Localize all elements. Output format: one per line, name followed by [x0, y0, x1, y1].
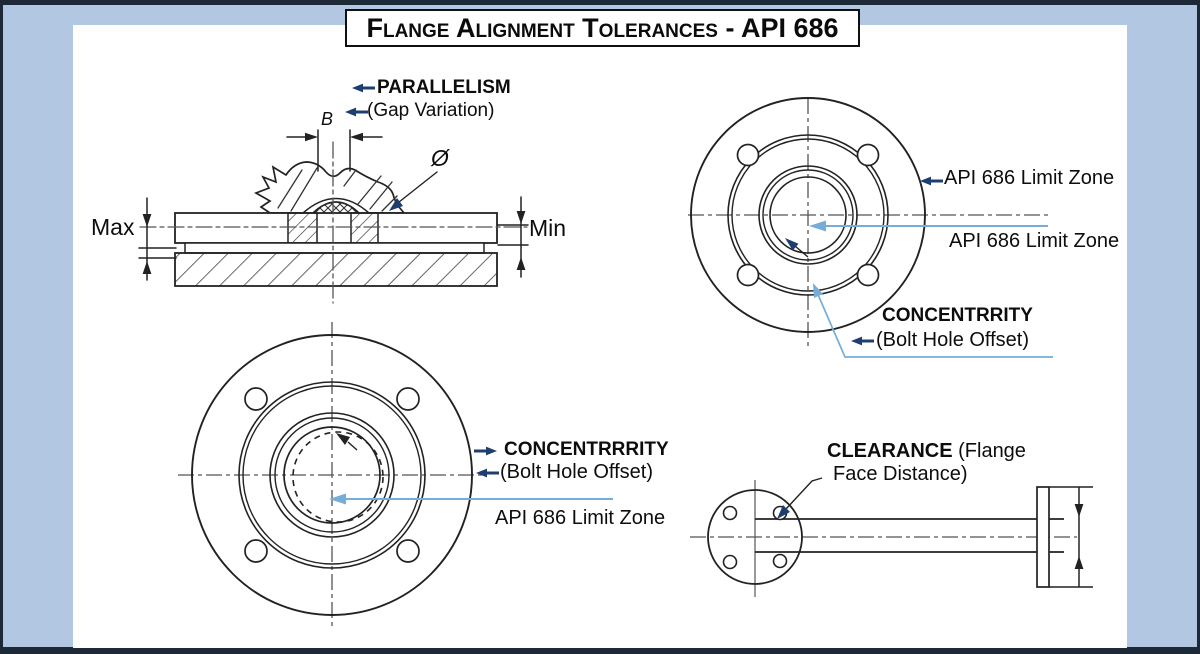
b-arrow-right-icon — [305, 132, 318, 142]
clearance-dimension — [1049, 486, 1093, 588]
offset-bore-dashed-circle — [292, 431, 384, 523]
limit-zone-1-arrow-icon — [920, 176, 943, 186]
min-arrow-down-icon — [516, 211, 526, 224]
mating-flange — [1036, 486, 1050, 588]
dim-arrow-up-icon — [1074, 556, 1084, 569]
bolt-hole-offset-arrow-icon — [476, 468, 499, 478]
bolt-section-left — [287, 212, 318, 244]
b-arrow-left-icon — [350, 132, 363, 142]
gap-variation-label: (Gap Variation) — [367, 100, 495, 121]
min-label: Min — [529, 215, 567, 241]
dia-arrow-icon — [389, 198, 403, 211]
min-arrow-up-icon — [516, 257, 526, 270]
dim-arrow-down-icon — [1074, 504, 1084, 517]
concentricity-label-top-right: CONCENTRRITY — [882, 305, 1033, 326]
offset-indicator-tail — [347, 441, 358, 451]
clearance-leader — [785, 477, 823, 510]
clearance-label: CLEARANCE (Flange — [827, 441, 1026, 462]
clearance-diagram — [690, 477, 1093, 597]
bolt-holes — [244, 387, 420, 563]
title-box: Flange Alignment Tolerances - API 686 — [345, 9, 860, 47]
bolt-hole-offset-label-bottom-left: (Bolt Hole Offset) — [500, 461, 654, 483]
clearance-label-rest: (Flange — [952, 440, 1026, 462]
b-dimension — [286, 129, 383, 172]
pipe-stub-outline — [254, 161, 406, 214]
bolt-section-right — [350, 212, 379, 244]
offset-indicator-arrow-icon — [336, 433, 350, 445]
flange-circles — [690, 97, 926, 333]
dia-leader — [393, 171, 438, 207]
bolt-holes — [736, 143, 880, 287]
max-arrow-down-icon — [142, 214, 152, 227]
offset-indicator-arrow-icon — [785, 238, 799, 251]
max-arrow-up-icon — [142, 261, 152, 274]
max-label: Max — [91, 214, 135, 240]
clearance-arrow-icon — [777, 505, 790, 519]
b-dimension-label: B — [321, 109, 334, 129]
upper-flange-plate — [174, 212, 498, 244]
concentricity-label-bottom-left: CONCENTRRRITY — [504, 439, 669, 460]
pipe-stub-hatching — [277, 167, 398, 212]
offset-indicator-tail — [794, 245, 809, 258]
limit-zone-label-2: API 686 Limit Zone — [949, 230, 1120, 252]
max-dimension — [138, 197, 177, 281]
clearance-label-bold: CLEARANCE — [827, 440, 953, 462]
concentricity-leader-arrow-icon — [813, 283, 823, 298]
top-right-flange-diagram — [688, 97, 1053, 358]
gap-variation-arrow-icon — [345, 107, 368, 117]
page-title: Flange Alignment Tolerances - API 686 — [366, 12, 839, 43]
concentricity-leader — [815, 289, 1053, 358]
parallelism-diagram — [138, 83, 529, 304]
limit-zone-label-1: API 686 Limit Zone — [944, 167, 1115, 189]
flange-circles — [191, 334, 473, 616]
parallelism-arrow-icon — [352, 83, 375, 93]
bolt-hole-offset-arrow-icon — [851, 336, 874, 346]
concentricity-arrow-icon — [474, 446, 497, 456]
parallelism-label: PARALLELISM — [377, 77, 511, 98]
clearance-label-line2: Face Distance) — [833, 463, 968, 485]
flange-circle — [707, 489, 803, 585]
lower-flange-plate — [174, 252, 498, 287]
gasket — [184, 242, 485, 254]
limit-zone-arrow-icon — [809, 220, 826, 232]
bottom-left-flange-diagram — [178, 322, 613, 627]
diameter-symbol-label: Ø — [431, 145, 449, 171]
bolt-hole-offset-label-top-right: (Bolt Hole Offset) — [876, 329, 1030, 351]
limit-zone-label-3: API 686 Limit Zone — [495, 507, 666, 529]
limit-zone-arrow-icon — [329, 493, 346, 505]
